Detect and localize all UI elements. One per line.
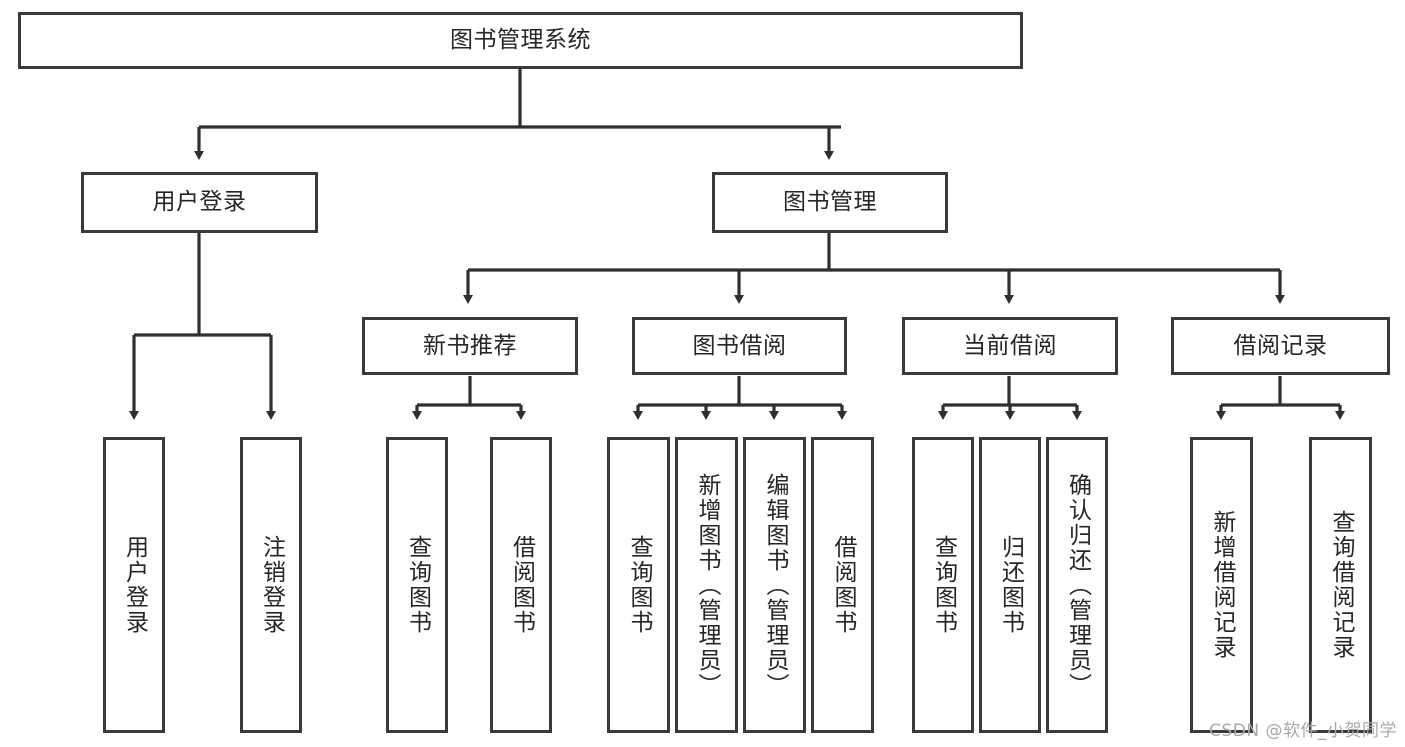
- node-leaf-new-book-borrow[interactable]: 借阅图书: [490, 437, 552, 733]
- node-label: 图书借阅: [692, 332, 787, 359]
- node-leaf-records-query[interactable]: 查询借阅记录: [1309, 437, 1372, 733]
- node-label: 查询图书: [626, 535, 652, 635]
- node-leaf-user-login-signin[interactable]: 用户登录: [103, 437, 165, 733]
- node-label: 用户登录: [121, 535, 148, 635]
- node-current-borrow[interactable]: 当前借阅: [902, 317, 1118, 375]
- node-leaf-borrow-edit-book[interactable]: 编辑图书（管理员）: [743, 437, 806, 733]
- node-leaf-records-add[interactable]: 新增借阅记录: [1190, 437, 1253, 733]
- node-label: 确认归还（管理员）: [1064, 472, 1091, 698]
- node-borrow-records[interactable]: 借阅记录: [1171, 317, 1390, 375]
- node-leaf-borrow-add-book[interactable]: 新增图书（管理员）: [675, 437, 738, 733]
- node-label: 编辑图书（管理员）: [762, 472, 788, 698]
- node-user-login[interactable]: 用户登录: [81, 172, 318, 233]
- node-leaf-current-query-book[interactable]: 查询图书: [912, 437, 974, 733]
- node-root-system[interactable]: 图书管理系统: [18, 12, 1023, 69]
- node-label: 借阅记录: [1233, 332, 1328, 359]
- node-label: 注销登录: [258, 535, 285, 635]
- node-label: 查询借阅记录: [1328, 510, 1354, 660]
- node-label: 新书推荐: [423, 332, 517, 359]
- node-label: 借阅图书: [830, 535, 856, 635]
- node-label: 新增借阅记录: [1209, 510, 1235, 660]
- node-book-management[interactable]: 图书管理: [712, 172, 948, 233]
- node-label: 用户登录: [152, 189, 247, 216]
- node-leaf-new-book-query[interactable]: 查询图书: [386, 437, 448, 733]
- watermark-text: CSDN @软件_小贺同学: [1209, 721, 1397, 741]
- node-label: 新增图书（管理员）: [694, 472, 720, 698]
- node-label: 查询图书: [930, 535, 957, 635]
- node-label: 当前借阅: [963, 332, 1057, 359]
- node-label: 查询图书: [404, 535, 431, 635]
- node-leaf-current-confirm-return[interactable]: 确认归还（管理员）: [1046, 437, 1108, 733]
- node-leaf-user-login-signout[interactable]: 注销登录: [240, 437, 302, 733]
- node-new-book-recommend[interactable]: 新书推荐: [362, 317, 578, 375]
- node-leaf-borrow-query-book[interactable]: 查询图书: [607, 437, 670, 733]
- node-label: 借阅图书: [508, 535, 535, 635]
- node-leaf-borrow-borrow-book[interactable]: 借阅图书: [811, 437, 874, 733]
- node-label: 图书管理系统: [450, 27, 591, 54]
- node-leaf-current-return-book[interactable]: 归还图书: [979, 437, 1041, 733]
- node-book-borrow[interactable]: 图书借阅: [632, 317, 847, 375]
- node-label: 图书管理: [783, 189, 877, 216]
- node-label: 归还图书: [997, 535, 1024, 635]
